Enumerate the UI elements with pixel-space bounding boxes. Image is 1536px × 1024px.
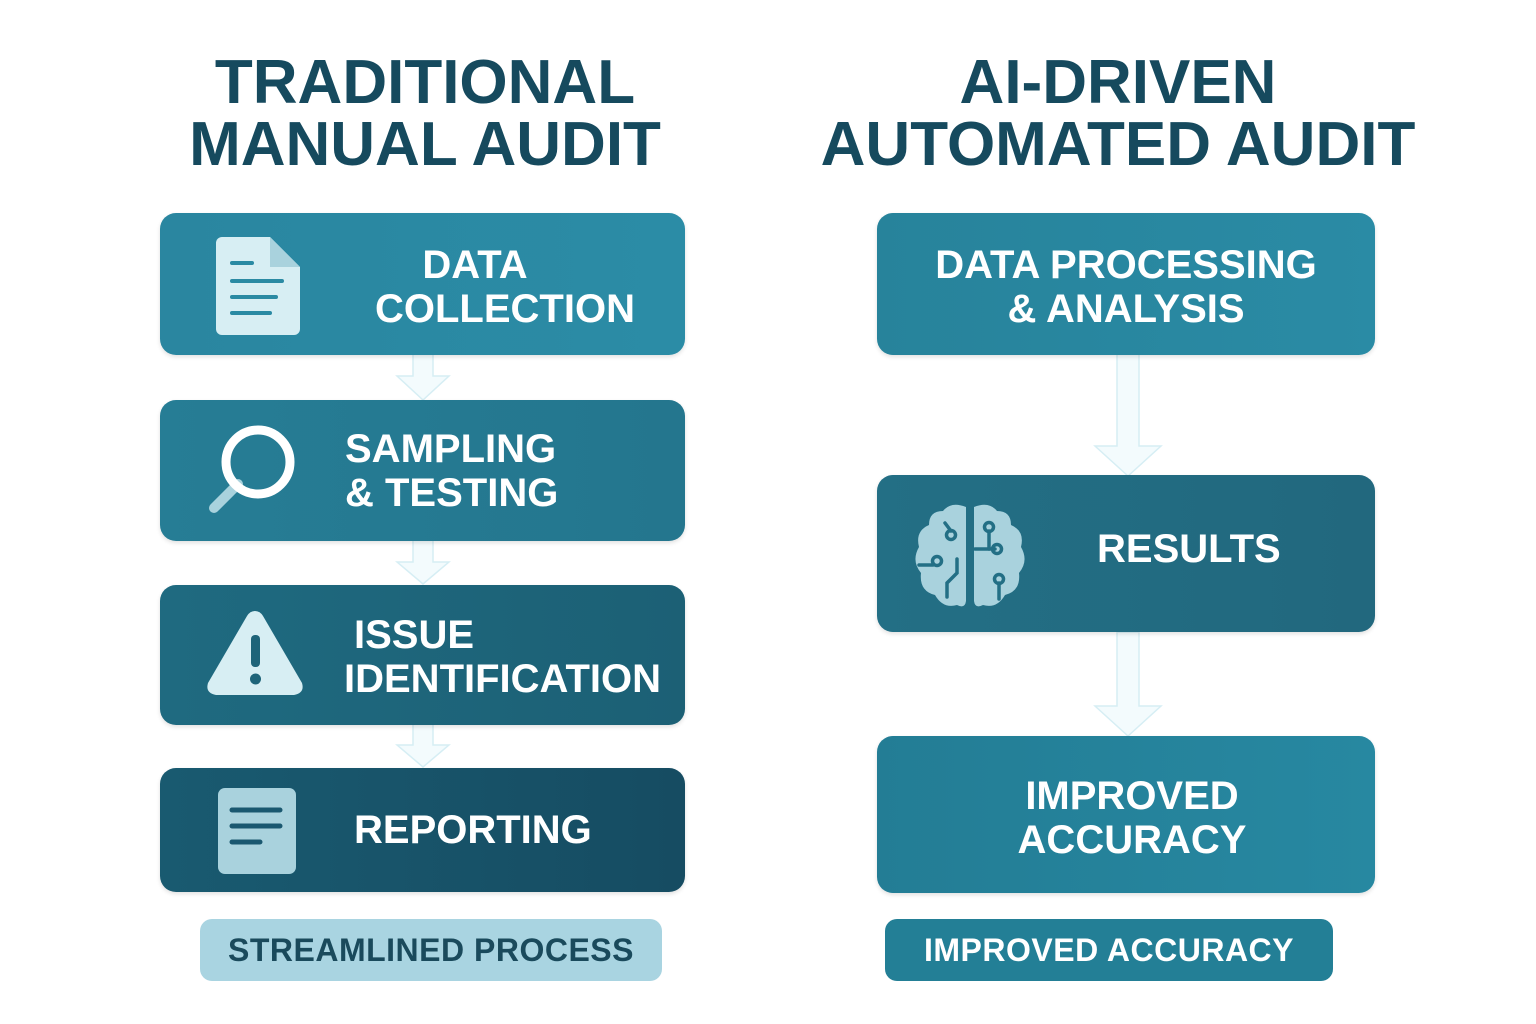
step-label-line2: IDENTIFICATION [344,657,662,701]
step-label-line2: COLLECTION [375,287,635,331]
step-issue-identification: ISSUE IDENTIFICATION [160,585,685,725]
step-label-line1: ISSUE [354,613,475,657]
brain-circuit-icon [915,504,1025,607]
step-label: RESULTS [1097,527,1281,571]
right-footer-badge: IMPROVED ACCURACY [885,919,1333,981]
step-results: RESULTS [877,475,1375,632]
step-label-line2: & TESTING [345,471,559,515]
step-sampling-testing: SAMPLING & TESTING [160,400,685,541]
arrow-down-icon [1093,632,1163,738]
step-label: DATA PROCESSING & ANALYSIS [877,243,1375,331]
step-data-processing: DATA PROCESSING & ANALYSIS [877,213,1375,355]
step-label: REPORTING [354,808,592,852]
arrow-down-icon [395,354,451,402]
right-title-line2: AUTOMATED AUDIT [820,110,1416,179]
step-label: ISSUE IDENTIFICATION [344,613,661,701]
report-icon [218,788,296,874]
magnifier-icon [209,425,295,513]
step-data-collection: DATA COLLECTION [160,213,685,355]
step-label-line1: IMPROVED [1025,774,1239,818]
arrow-down-icon [395,723,451,768]
right-title-line1: AI-DRIVEN [959,48,1277,117]
left-footer-badge: STREAMLINED PROCESS [200,919,662,981]
step-improved-accuracy: IMPROVED ACCURACY [877,736,1375,893]
arrow-down-icon [1093,354,1163,478]
step-label: SAMPLING & TESTING [345,427,558,515]
step-reporting: REPORTING [160,768,685,892]
right-title: AI-DRIVEN AUTOMATED AUDIT [768,52,1468,176]
warning-icon [207,611,303,695]
step-label: IMPROVED ACCURACY [877,774,1387,862]
left-title-line1: TRADITIONAL [214,48,636,117]
step-label-line2: & ANALYSIS [1007,287,1245,331]
step-label-line1: DATA [422,243,528,287]
arrow-down-icon [395,540,451,585]
step-label: DATA COLLECTION [335,243,675,331]
left-title: TRADITIONAL MANUAL AUDIT [125,52,725,176]
step-label-line1: SAMPLING [345,427,557,471]
document-icon [216,237,300,335]
step-label-line1: DATA PROCESSING [935,243,1317,287]
step-label-line2: ACCURACY [1017,818,1247,862]
left-title-line2: MANUAL AUDIT [189,110,661,179]
